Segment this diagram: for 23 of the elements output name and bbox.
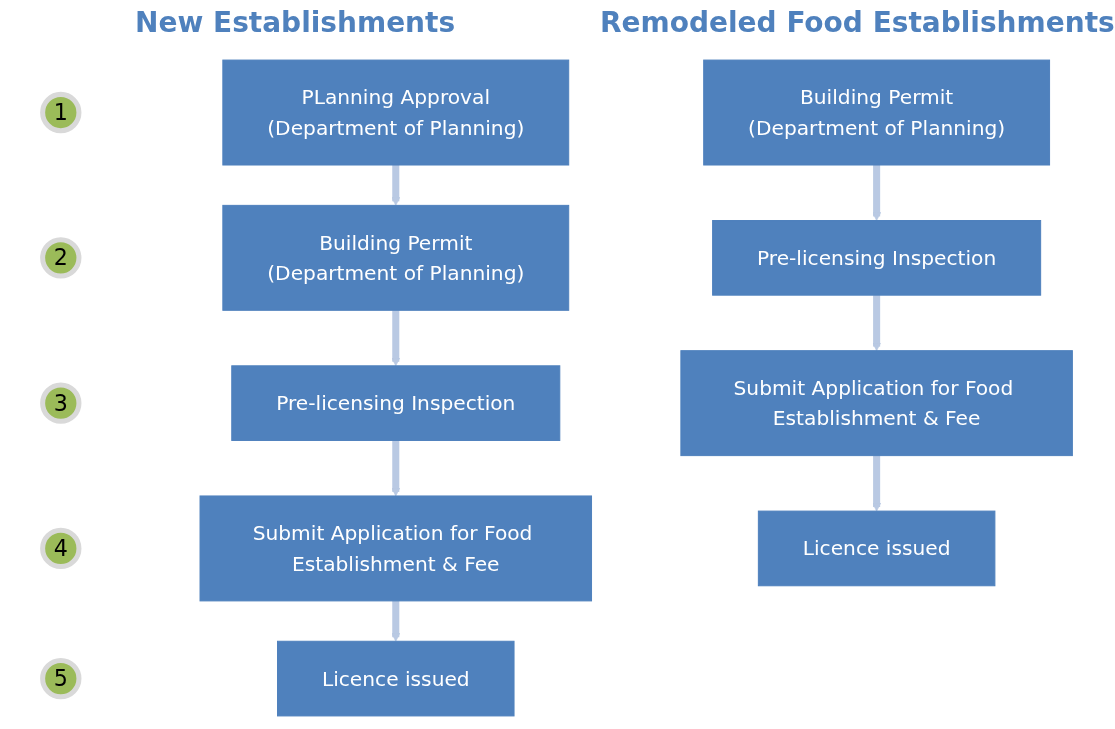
arrow <box>391 164 401 206</box>
node-box: Licence issued <box>277 640 515 717</box>
column-heading: New Establishments <box>135 6 456 39</box>
node-circle: 1 <box>40 91 82 134</box>
column-heading: Remodeled Food Establishments <box>600 6 1115 39</box>
node-circle: 5 <box>40 657 82 700</box>
node-box: Pre-licensing Inspection <box>231 365 561 441</box>
arrow <box>391 600 401 642</box>
arrow <box>872 164 882 221</box>
node-box: Pre-licensing Inspection <box>712 220 1042 296</box>
node-circle: 4 <box>40 527 82 570</box>
node-box: Building Permit (Department of Planning) <box>703 59 1051 166</box>
node-box: Building Permit (Department of Planning) <box>222 204 570 311</box>
arrow <box>872 295 882 352</box>
node-circle: 3 <box>40 382 82 424</box>
arrow <box>391 310 401 367</box>
node-box: Submit Application for Food Establishment & Fee <box>680 350 1073 457</box>
arrow <box>872 455 882 512</box>
arrow <box>391 440 401 497</box>
node-box: PLanning Approval (Department of Planning) <box>222 59 570 166</box>
node-box: Licence issued <box>757 510 996 587</box>
node-circle: 2 <box>40 237 82 279</box>
node-box: Submit Application for Food Establishment & Fee <box>199 495 593 602</box>
